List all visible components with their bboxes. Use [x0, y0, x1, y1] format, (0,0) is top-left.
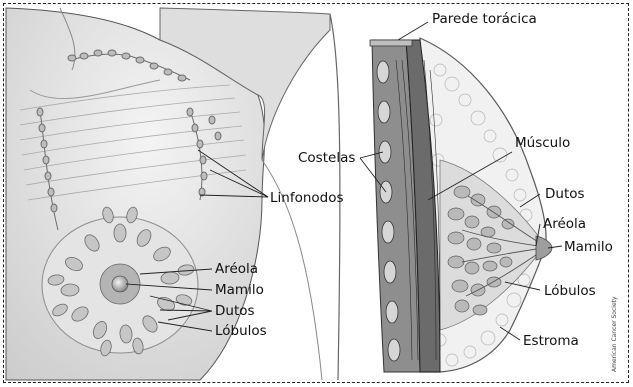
label-areola-front: Aréola — [215, 261, 258, 277]
label-parede-toracica: Parede torácica — [432, 11, 537, 27]
credit-text: American Cancer Society — [611, 296, 618, 372]
label-estroma: Estroma — [523, 333, 579, 349]
label-linfonodos: Linfonodos — [270, 190, 344, 206]
side-view-illustration — [370, 38, 552, 372]
label-lobulos-side: Lóbulos — [544, 283, 596, 299]
label-areola-side: Aréola — [543, 216, 586, 232]
label-costelas: Costelas — [298, 150, 355, 166]
label-dutos-front: Dutos — [215, 303, 255, 319]
label-dutos-side: Dutos — [545, 186, 585, 202]
label-mamilo-front: Mamilo — [215, 282, 264, 298]
label-musculo: Músculo — [515, 135, 570, 151]
label-lobulos-front: Lóbulos — [215, 323, 267, 339]
label-mamilo-side: Mamilo — [564, 239, 613, 255]
